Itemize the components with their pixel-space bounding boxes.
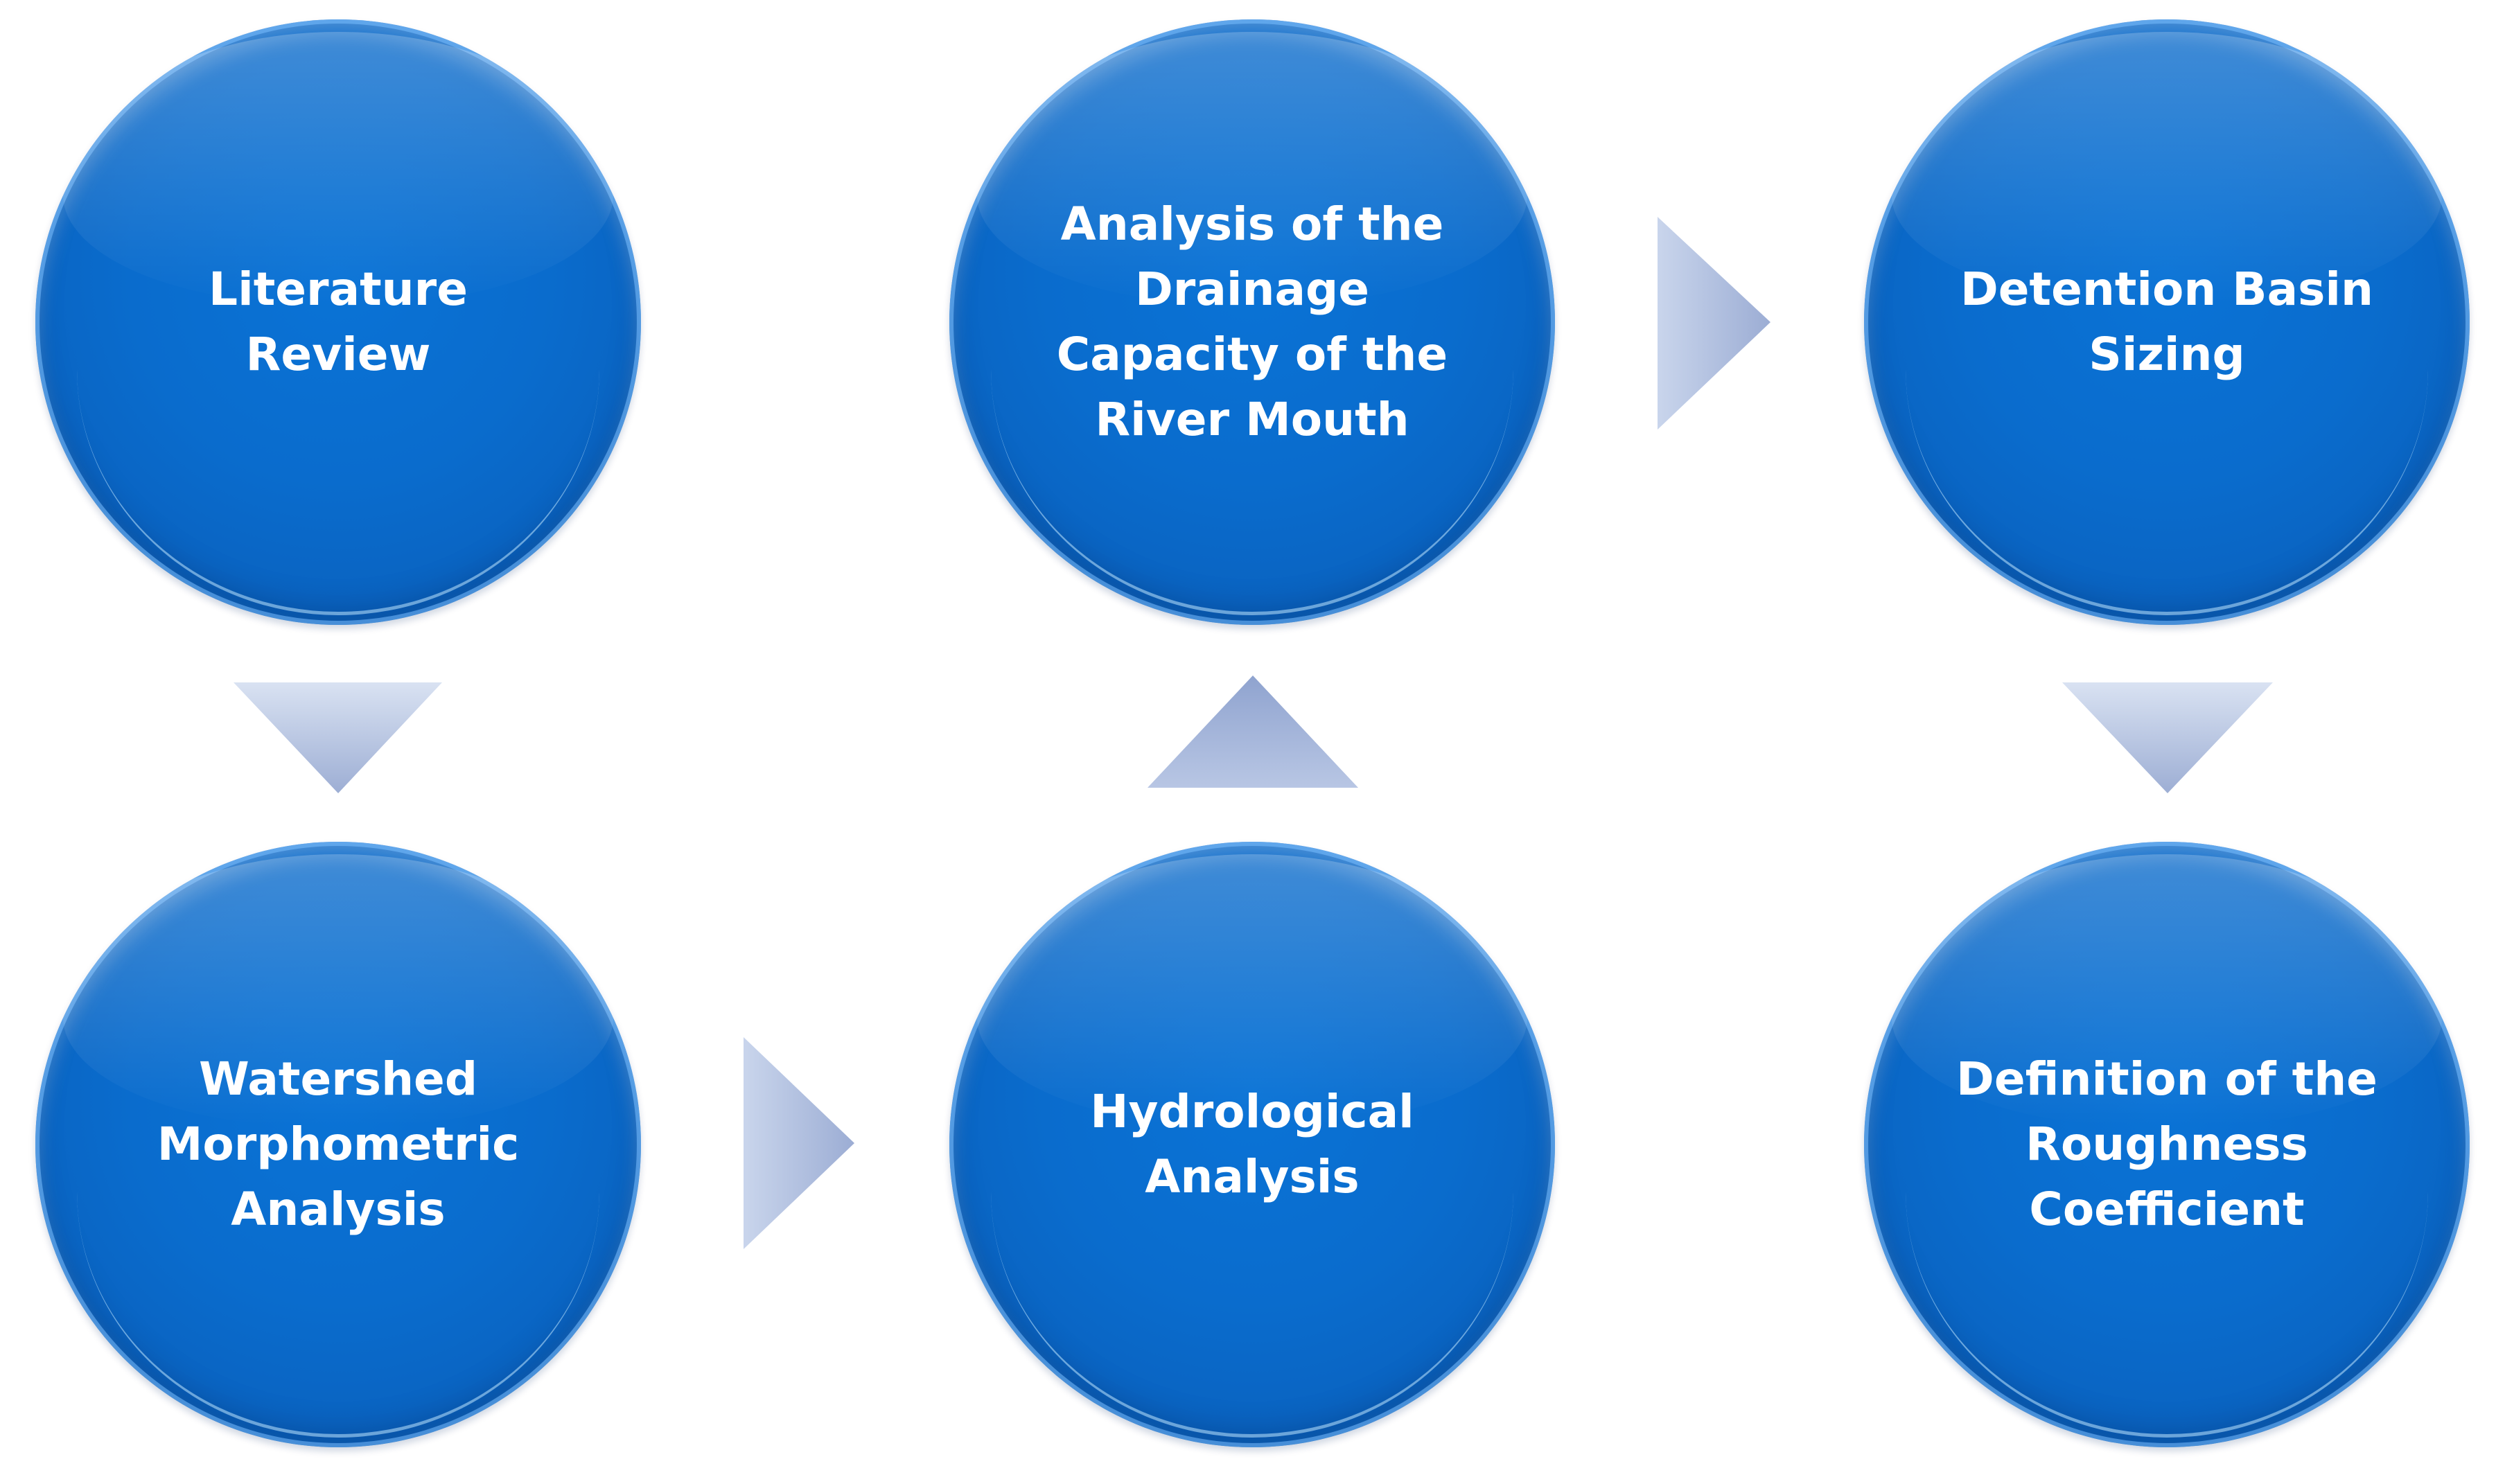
arrow-right-4-to-5 bbox=[1658, 217, 1770, 430]
arrow-up-3-to-4 bbox=[1148, 675, 1358, 788]
arrow-down-1-to-2 bbox=[234, 682, 442, 793]
step-detention-basin-sizing: Detention Basin Sizing bbox=[1864, 19, 2470, 625]
step-label: Hydrological Analysis bbox=[1090, 1085, 1414, 1203]
step-label: Literature Review bbox=[209, 263, 468, 381]
step-roughness-coefficient-definition: Definition of the Roughness Coefficient bbox=[1864, 842, 2470, 1447]
step-label: Watershed Morphometric Analysis bbox=[157, 1052, 520, 1236]
arrow-right-2-to-3 bbox=[744, 1037, 854, 1249]
step-watershed-morphometric-analysis: Watershed Morphometric Analysis bbox=[35, 842, 641, 1447]
step-hydrological-analysis: Hydrological Analysis bbox=[949, 842, 1555, 1447]
step-label: Definition of the Roughness Coefficient bbox=[1956, 1052, 2377, 1236]
step-label: Detention Basin Sizing bbox=[1960, 263, 2374, 381]
step-drainage-capacity-analysis: Analysis of the Drainage Capacity of the… bbox=[949, 19, 1555, 625]
arrow-down-5-to-6 bbox=[2062, 682, 2273, 793]
step-label: Analysis of the Drainage Capacity of the… bbox=[1056, 197, 1448, 446]
step-literature-review: Literature Review bbox=[35, 19, 641, 625]
